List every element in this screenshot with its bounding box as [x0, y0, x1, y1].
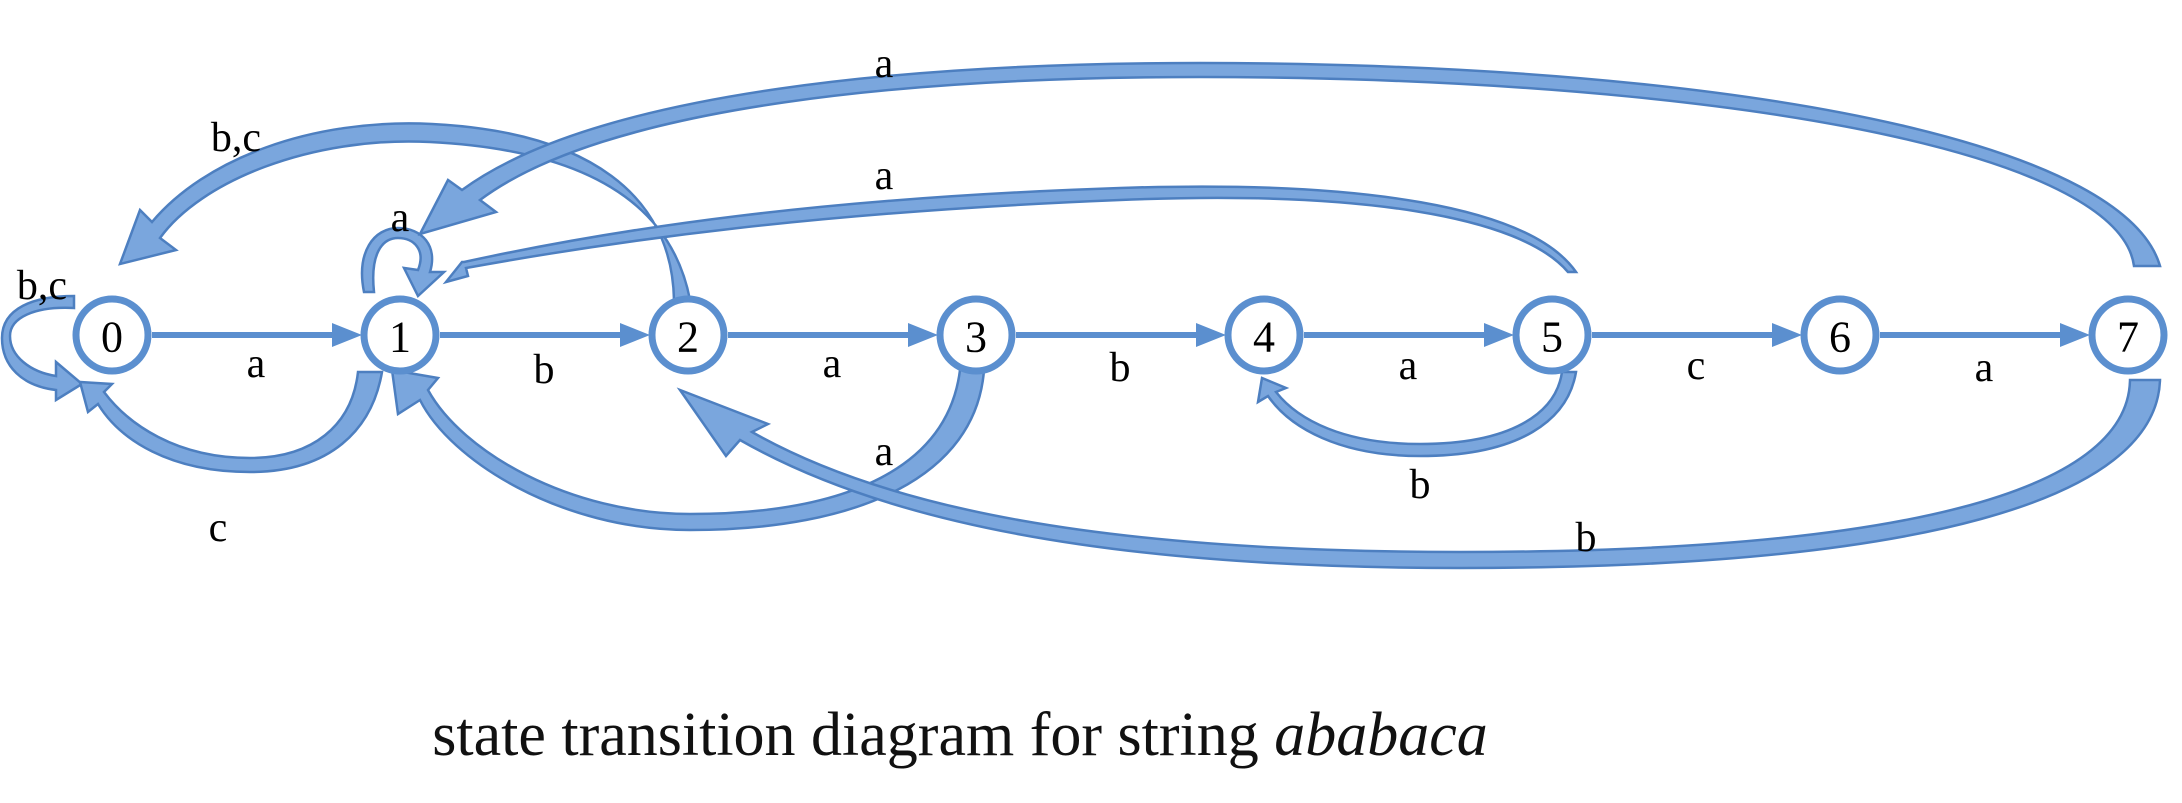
- state-label-4: 4: [1253, 313, 1275, 362]
- state-label-3: 3: [965, 313, 987, 362]
- back-arrow-7-to-2: [676, 378, 2162, 570]
- state-circle-3: [936, 295, 1016, 375]
- arrowhead-3-to-4: [1196, 323, 1226, 347]
- caption-prefix: state transition diagram for string: [432, 701, 1275, 769]
- state-circle-1: [360, 295, 440, 375]
- back-arrow-1-to-1: [360, 226, 448, 299]
- state-6: 6: [1800, 295, 1880, 375]
- arrowhead-5-to-6: [1772, 323, 1802, 347]
- forward-transitions: [152, 323, 2090, 347]
- label-back-1-to-0: c: [209, 505, 228, 551]
- back-arrow-1-to-0: [78, 370, 384, 474]
- states: 0 1 2 3 4 5 6 7: [72, 295, 2168, 375]
- state-label-6: 6: [1829, 313, 1851, 362]
- back-arrow-0-to-0: [0, 294, 85, 403]
- state-label-5: 5: [1541, 313, 1563, 362]
- state-1: 1: [360, 295, 440, 375]
- arrowhead-1-to-2: [620, 323, 650, 347]
- arrowhead-4-to-5: [1484, 323, 1514, 347]
- label-1-to-2: b: [534, 347, 555, 393]
- state-circle-4: [1224, 295, 1304, 375]
- state-4: 4: [1224, 295, 1304, 375]
- state-circle-2: [648, 295, 728, 375]
- label-5-to-6: c: [1687, 343, 1706, 389]
- state-7: 7: [2088, 295, 2168, 375]
- state-circle-5: [1512, 295, 1592, 375]
- label-back-3-to-1: a: [875, 429, 894, 475]
- label-back-0-to-0: b,c: [17, 263, 67, 309]
- state-5: 5: [1512, 295, 1592, 375]
- back-arrow-3-to-1: [390, 368, 986, 532]
- arrowhead-0-to-1: [332, 323, 362, 347]
- state-label-7: 7: [2117, 313, 2139, 362]
- state-label-2: 2: [677, 313, 699, 362]
- state-label-1: 1: [389, 313, 411, 362]
- label-2-to-3: a: [823, 341, 842, 387]
- back-arrow-7-to-1: [417, 61, 2162, 268]
- back-transition-bands: [0, 61, 2162, 570]
- diagram-caption: state transition diagram for string abab…: [0, 700, 1920, 771]
- label-back-5-to-1: a: [875, 153, 894, 199]
- state-circle-7: [2088, 295, 2168, 375]
- label-4-to-5: a: [1399, 343, 1418, 389]
- arrowhead-6-to-7: [2060, 323, 2090, 347]
- label-0-to-1: a: [247, 341, 266, 387]
- state-2: 2: [648, 295, 728, 375]
- label-6-to-7: a: [1975, 345, 1994, 391]
- state-circle-0: [72, 295, 152, 375]
- back-arrow-5-to-1: [442, 185, 1579, 285]
- label-back-1-to-1: a: [391, 195, 410, 241]
- back-arrow-5-to-4: [1256, 370, 1578, 458]
- state-circle-6: [1800, 295, 1880, 375]
- label-back-2-to-0: b,c: [211, 115, 261, 161]
- label-back-5-to-4: b: [1410, 462, 1431, 508]
- caption-string: ababaca: [1274, 701, 1488, 769]
- state-label-0: 0: [101, 313, 123, 362]
- label-back-7-to-2: b: [1576, 515, 1597, 561]
- label-back-7-to-1: a: [875, 41, 894, 87]
- state-3: 3: [936, 295, 1016, 375]
- state-0: 0: [72, 295, 152, 375]
- arrowhead-2-to-3: [908, 323, 938, 347]
- label-3-to-4: b: [1110, 345, 1131, 391]
